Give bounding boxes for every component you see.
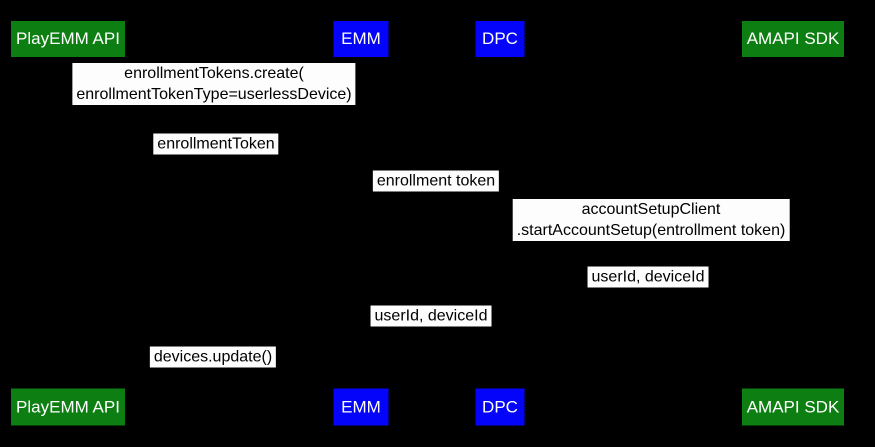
message-line: .startAccountSetup(entrollment token) [516, 222, 786, 239]
actor-amapi-sdk-top: AMAPI SDK [742, 21, 844, 57]
message-userid-deviceid-1: userId, deviceId [587, 266, 709, 288]
message-line: userId, deviceId [591, 268, 705, 286]
actor-label: EMM [341, 397, 381, 416]
actor-label: DPC [482, 29, 518, 48]
actor-label: AMAPI SDK [746, 29, 840, 48]
message-enrollment-token: enrollment token [372, 170, 500, 192]
actor-emm-bottom: EMM [333, 388, 389, 426]
message-devices-update: devices.update() [149, 346, 277, 368]
message-line: enrollment token [376, 172, 496, 190]
actor-playemm-api-top: PlayEMM API [11, 21, 125, 57]
message-line: enrollmentTokens.create( [124, 65, 304, 82]
message-userid-deviceid-2: userId, deviceId [370, 305, 492, 327]
message-line: accountSetupClient [581, 201, 721, 218]
message-line: userId, deviceId [374, 307, 488, 325]
actor-playemm-api-bottom: PlayEMM API [11, 388, 125, 426]
message-enrollmenttokens-create: enrollmentTokens.create( enrollmentToken… [72, 63, 356, 105]
actor-dpc-top: DPC [475, 21, 525, 57]
actor-label: PlayEMM API [16, 29, 120, 48]
actor-label: DPC [482, 397, 518, 416]
actor-label: PlayEMM API [16, 397, 120, 416]
message-startaccountsetup: accountSetupClient .startAccountSetup(en… [512, 199, 790, 241]
actor-emm-top: EMM [333, 21, 389, 57]
actor-dpc-bottom: DPC [475, 388, 525, 426]
message-line: enrollmentTokenType=userlessDevice) [76, 86, 352, 103]
message-line: devices.update() [153, 348, 273, 366]
message-line: enrollmentToken [157, 135, 275, 153]
actor-label: EMM [341, 29, 381, 48]
actor-amapi-sdk-bottom: AMAPI SDK [742, 388, 844, 426]
message-enrollmenttoken-return: enrollmentToken [153, 133, 279, 155]
actor-label: AMAPI SDK [746, 397, 840, 416]
